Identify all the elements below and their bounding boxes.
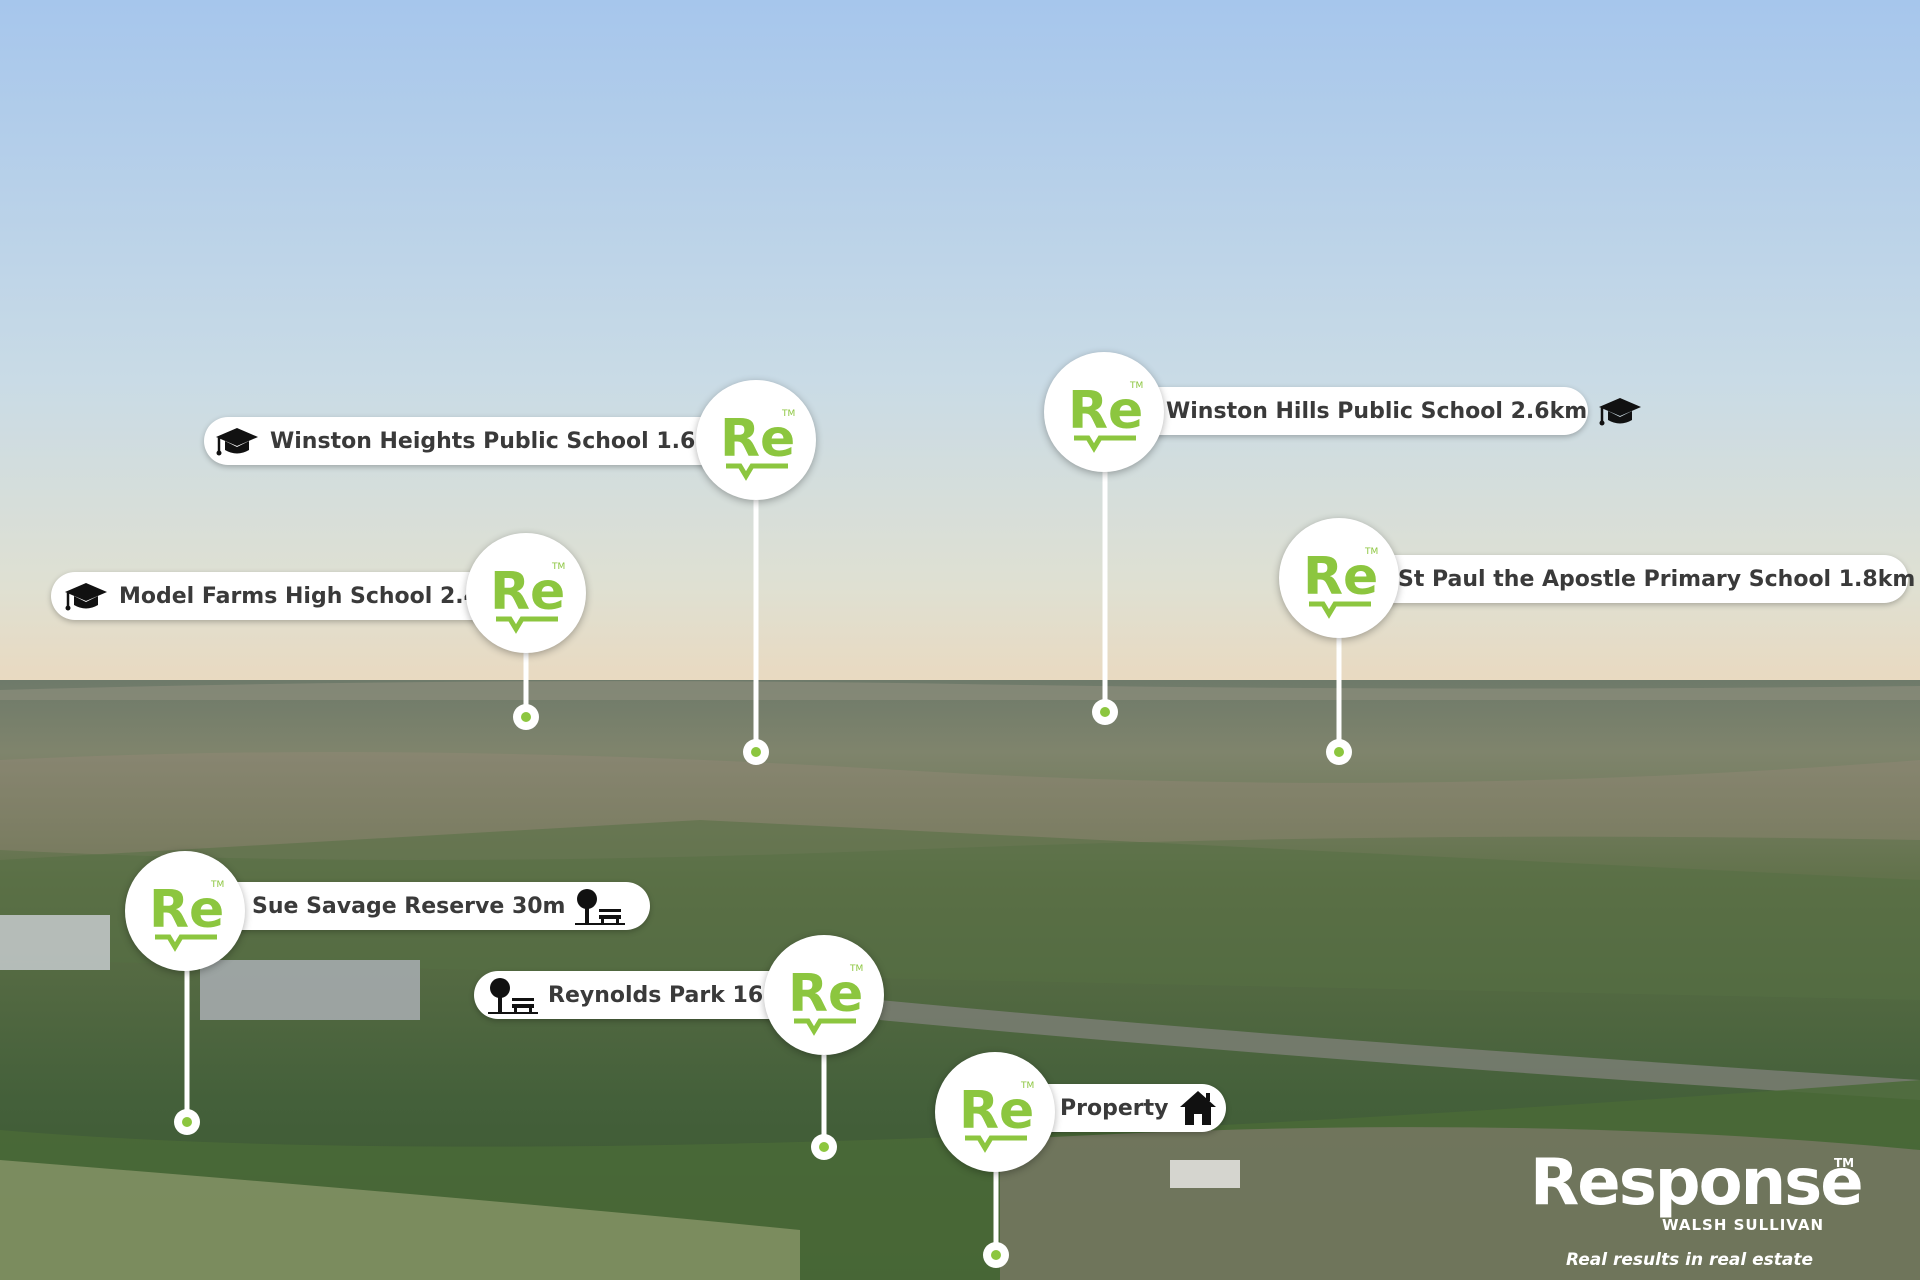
re-logo-text: Re	[788, 964, 863, 1024]
poi-label-winston-hills[interactable]: Winston Hills Public School 2.6km	[1120, 387, 1642, 435]
park-icon	[488, 978, 538, 1014]
poi-label-winston-heights[interactable]: Winston Heights Public School 1.6km	[204, 417, 744, 465]
brand-subtitle: WALSH SULLIVAN	[1662, 1216, 1825, 1234]
graduation-cap-icon	[216, 428, 258, 456]
poi-label-text: Winston Hills Public School 2.6km	[1166, 398, 1588, 424]
industrial-buildings	[200, 960, 420, 1020]
svg-text:TM: TM	[1129, 381, 1143, 391]
svg-text:TM: TM	[210, 880, 224, 890]
svg-text:TM: TM	[781, 409, 795, 419]
svg-text:TM: TM	[551, 562, 565, 572]
poi-label-model-farms[interactable]: Model Farms High School 2.4km	[51, 572, 531, 620]
re-logo-text: Re	[490, 562, 565, 622]
brand-trademark: TM	[1834, 1156, 1855, 1170]
grass-field	[0, 1160, 800, 1280]
brand-name: Response	[1530, 1146, 1864, 1220]
svg-text:TM: TM	[1364, 547, 1378, 557]
house-icon	[1180, 1091, 1217, 1125]
brand-tagline: Real results in real estate	[1566, 1250, 1813, 1270]
re-logo-text: Re	[1068, 381, 1143, 441]
poi-label-text: St Paul the Apostle Primary School 1.8km	[1398, 566, 1916, 592]
re-logo-text: Re	[720, 409, 795, 469]
re-logo-text: Re	[1303, 547, 1378, 607]
poi-label-sue-savage[interactable]: Sue Savage Reserve 30m	[200, 882, 650, 930]
motorway	[880, 1000, 1920, 1100]
poi-label-text: Winston Heights Public School 1.6km	[270, 428, 733, 454]
svg-text:TM: TM	[849, 964, 863, 974]
poi-label-text: Reynolds Park 16m	[548, 982, 787, 1008]
graduation-cap-icon	[1599, 398, 1642, 426]
response-brand-logo: Response TM WALSH SULLIVAN Real results …	[1530, 1146, 1864, 1280]
poi-label-text: Property	[1060, 1095, 1169, 1121]
poi-label-text: Sue Savage Reserve 30m	[252, 893, 566, 919]
svg-text:TM: TM	[1020, 1081, 1034, 1091]
poi-label-text: Model Farms High School 2.4km	[119, 583, 517, 609]
re-logo-text: Re	[149, 880, 224, 940]
graduation-cap-icon	[65, 583, 107, 611]
re-logo-text: Re	[959, 1081, 1034, 1141]
poi-label-st-paul[interactable]: St Paul the Apostle Primary School 1.8km	[1352, 555, 1915, 603]
park-icon	[575, 889, 626, 925]
